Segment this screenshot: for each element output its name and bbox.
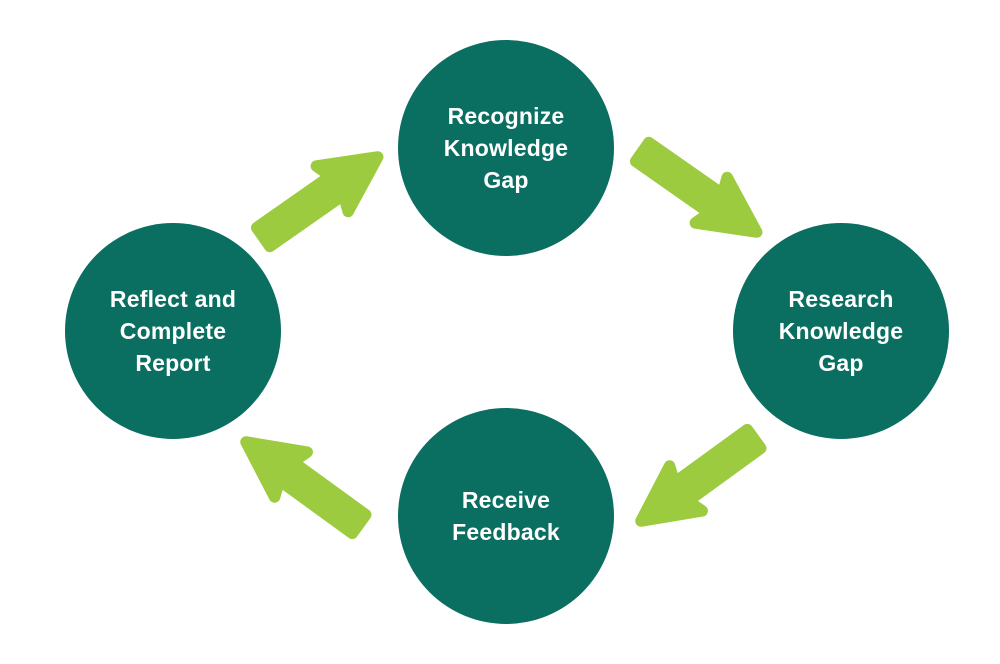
arrow-icon-recognize-to-research <box>607 107 791 278</box>
node-research-knowledge-gap: Research Knowledge Gap <box>733 223 949 439</box>
node-label: Recognize Knowledge Gap <box>443 103 569 193</box>
node-label: Reflect and Complete Report <box>109 286 237 376</box>
node-label: Receive Feedback <box>452 487 560 545</box>
node-label: Research Knowledge Gap <box>778 286 904 376</box>
node-receive-feedback: Receive Feedback <box>398 408 614 624</box>
arrow-icon-reflect-to-recognize <box>228 112 412 283</box>
arrow-icon-research-to-receive <box>605 394 789 566</box>
arrow-icon-receive-to-reflect <box>210 397 394 569</box>
node-reflect-and-complete-report: Reflect and Complete Report <box>65 223 281 439</box>
node-recognize-knowledge-gap: Recognize Knowledge Gap <box>398 40 614 256</box>
